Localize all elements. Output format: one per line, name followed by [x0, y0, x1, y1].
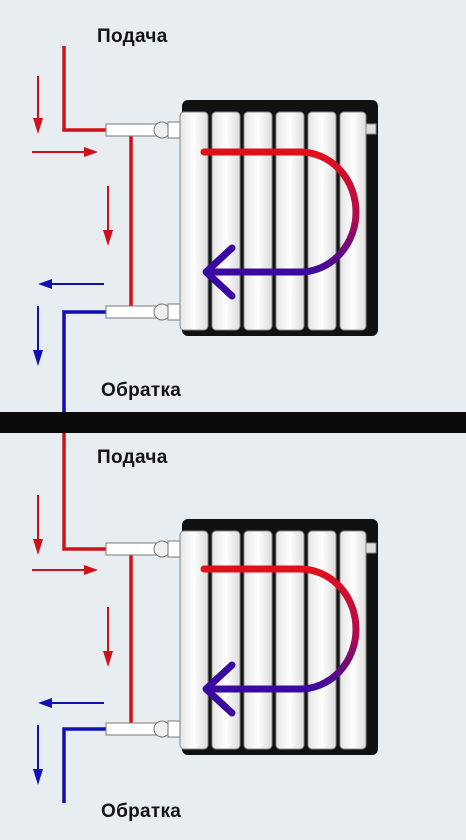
flow-direction-arrow-icon — [200, 148, 360, 300]
down-arrow-icon — [33, 76, 43, 134]
diagram-panel-top: Подача Обратка — [0, 0, 466, 412]
supply-label: Подача — [97, 26, 168, 47]
down-arrow-icon — [103, 607, 113, 667]
flow-direction-arrow-icon — [200, 565, 360, 717]
down-arrow-icon — [103, 186, 113, 246]
radiator-connection-diagram-top — [32, 46, 378, 412]
supply-pipe — [62, 433, 181, 729]
down-arrow-icon — [33, 306, 43, 366]
diagram-panel-bottom: Подача Обратка — [0, 433, 466, 840]
radiator — [179, 519, 378, 755]
right-arrow-icon — [32, 147, 98, 157]
return-label: Обратка — [101, 801, 182, 822]
return-pipe — [62, 720, 181, 803]
radiator-connection-diagram-bottom — [32, 433, 378, 803]
divider — [0, 412, 466, 433]
down-arrow-icon — [33, 495, 43, 555]
return-label: Обратка — [101, 380, 182, 401]
radiator — [179, 100, 378, 336]
down-arrow-icon — [33, 725, 43, 785]
left-arrow-icon — [38, 698, 104, 708]
supply-label: Подача — [97, 447, 168, 468]
return-pipe — [62, 303, 181, 412]
left-arrow-icon — [38, 279, 104, 289]
supply-pipe — [62, 46, 181, 312]
radiator-sections — [179, 111, 367, 331]
right-arrow-icon — [32, 565, 98, 575]
